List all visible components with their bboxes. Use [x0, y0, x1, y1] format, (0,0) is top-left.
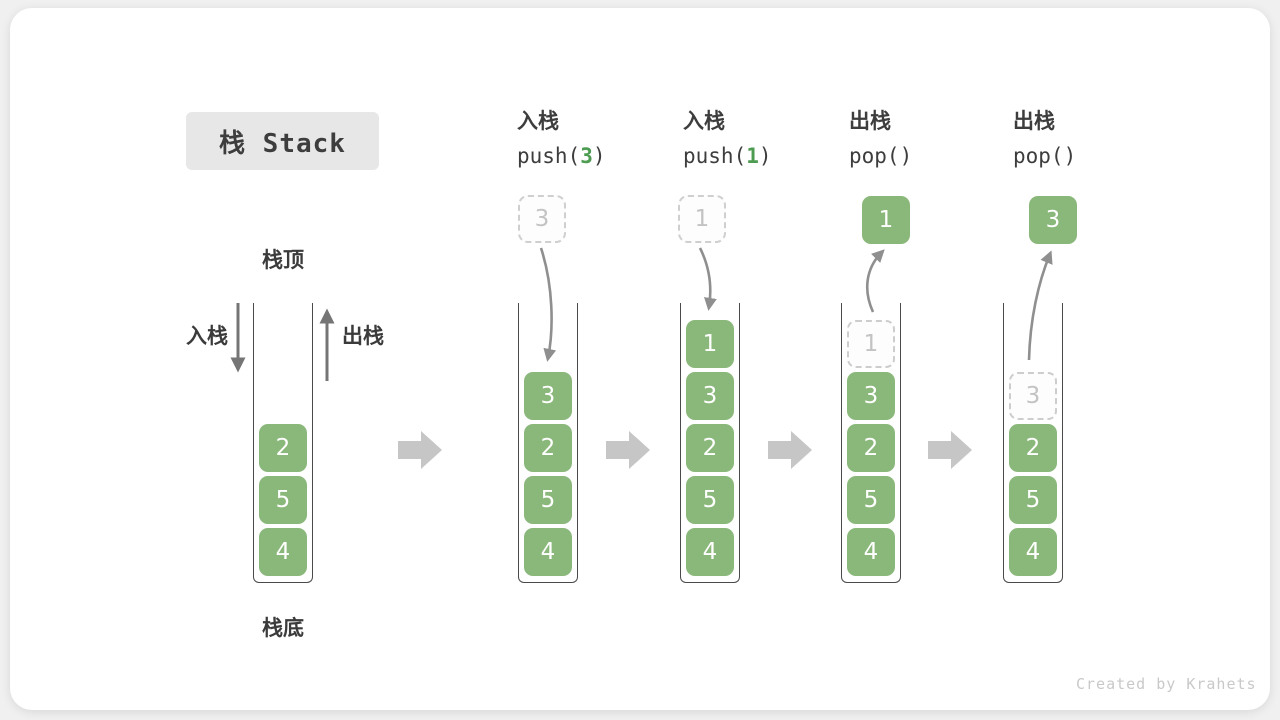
- diagram-title: 栈 Stack: [186, 112, 379, 170]
- action-label: 入栈: [683, 109, 725, 133]
- code-label: pop(): [849, 144, 913, 168]
- stack-cell: 5: [259, 476, 307, 524]
- stack-cell: 3: [847, 372, 895, 420]
- stack-cell: 2: [259, 424, 307, 472]
- stack-state-after-pop-3: 3 2 5 4: [1003, 303, 1063, 583]
- action-label: 出栈: [849, 109, 891, 133]
- popped-element-box: 1: [862, 196, 910, 244]
- incoming-element-box: 3: [518, 195, 566, 243]
- stack-cell: 5: [686, 476, 734, 524]
- stack-cell: 5: [1009, 476, 1057, 524]
- stack-cell-ghost: 3: [1009, 372, 1057, 420]
- code-label: push(1): [683, 144, 772, 168]
- action-label: 入栈: [517, 109, 559, 133]
- step-header-pop-3: 出栈 pop(): [1013, 108, 1173, 169]
- stack-cell: 2: [847, 424, 895, 472]
- stack-bottom-label: 栈底: [262, 616, 304, 640]
- credit-text: Created by Krahets: [1076, 675, 1257, 693]
- code-label: push(3): [517, 144, 606, 168]
- pop-side-label: 出栈: [342, 324, 384, 348]
- stack-cell: 2: [524, 424, 572, 472]
- code-arg: 3: [580, 144, 593, 168]
- stack-cell: 4: [847, 528, 895, 576]
- push-side-label: 入栈: [186, 324, 228, 348]
- stack-top-label: 栈顶: [262, 248, 304, 272]
- stack-cell: 3: [686, 372, 734, 420]
- stack-cell-ghost: 1: [847, 320, 895, 368]
- code-arg: 1: [746, 144, 759, 168]
- action-label: 出栈: [1013, 109, 1055, 133]
- stack-cell: 3: [524, 372, 572, 420]
- step-header-push-1: 入栈 push(1): [683, 108, 843, 169]
- popped-element-box: 3: [1029, 196, 1077, 244]
- stack-cell: 5: [847, 476, 895, 524]
- stack-cell: 5: [524, 476, 572, 524]
- stack-cell: 4: [1009, 528, 1057, 576]
- stack-cell: 1: [686, 320, 734, 368]
- stack-state-after-pop-1: 1 3 2 5 4: [841, 303, 901, 583]
- stack-state-initial: 2 5 4: [253, 303, 313, 583]
- stack-cell: 4: [259, 528, 307, 576]
- step-header-push-3: 入栈 push(3): [517, 108, 677, 169]
- stack-cell: 2: [1009, 424, 1057, 472]
- stack-cell: 4: [524, 528, 572, 576]
- code-label: pop(): [1013, 144, 1077, 168]
- stack-cell: 2: [686, 424, 734, 472]
- stack-state-after-push-3: 3 2 5 4: [518, 303, 578, 583]
- incoming-element-box: 1: [678, 195, 726, 243]
- step-header-pop-1: 出栈 pop(): [849, 108, 1009, 169]
- diagram-title-text: 栈 Stack: [219, 128, 346, 159]
- stack-cell: 4: [686, 528, 734, 576]
- stack-state-after-push-1: 1 3 2 5 4: [680, 303, 740, 583]
